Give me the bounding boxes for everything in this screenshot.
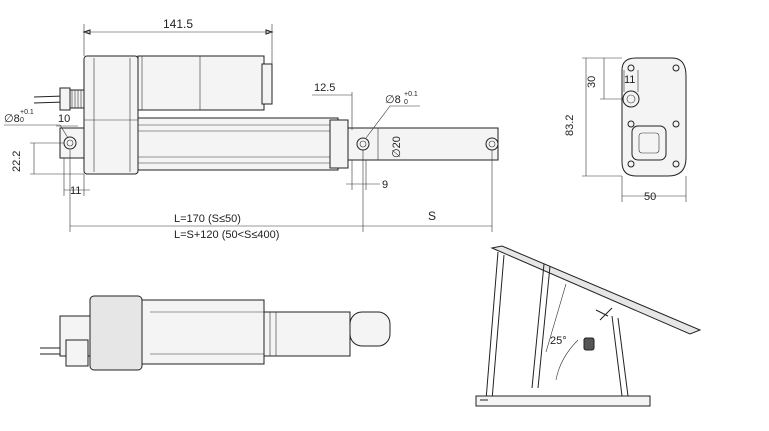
dim-end-50: 50 (644, 191, 656, 203)
dim-front-hole-tol-low: 0 (404, 99, 408, 106)
dim-end-30: 30 (586, 76, 598, 88)
support-leg (485, 251, 505, 401)
formula-line-2: L=S+120 (50<S≤400) (174, 229, 279, 241)
dim-front-hole-tol: +0.1 (404, 91, 418, 98)
dim-rear-hole-tol-low: 0 (20, 117, 24, 124)
dim-rear-hole-tol: +0.1 (20, 109, 34, 116)
dim-rod-offset-9: 9 (346, 160, 388, 191)
dim-overall-length-label: 141.5 (163, 17, 193, 31)
solar-panel (490, 245, 702, 335)
dim-rear-height-label: 22.2 (11, 151, 23, 172)
side-view: 141.5 12.5 ∅8 +0.1 0 ∅8 +0.1 0 10 22 (4, 17, 499, 241)
rod-end (347, 127, 499, 161)
dim-length-stroke: L=170 (S≤50) L=S+120 (50<S≤400) S (69, 150, 493, 241)
dim-rod-offset-9-label: 9 (382, 179, 388, 191)
end-rod-square (631, 125, 667, 161)
outer-tube (137, 117, 349, 171)
angle-label: 25° (550, 335, 567, 347)
screw-hole (627, 64, 635, 72)
base-frame (475, 395, 651, 407)
actuator-arm (531, 263, 551, 389)
dim-rear-offset-label: 10 (58, 113, 70, 125)
end-mount-boss (622, 90, 640, 108)
dim-overall-length: 141.5 (82, 17, 274, 64)
dim-rear-hole-label: ∅8 (4, 113, 20, 125)
stroke-label: S (428, 209, 436, 223)
dim-rod-dia: ∅20 (377, 128, 403, 160)
dim-rear-hole: ∅8 +0.1 0 (4, 109, 69, 139)
installation-view: 25° (475, 245, 702, 407)
dim-rod-offset: 12.5 (312, 82, 353, 130)
dim-front-hole-label: ∅8 (385, 94, 401, 106)
dim-rear-width: 11 (63, 158, 90, 197)
motor (137, 55, 273, 111)
dim-front-hole: ∅8 +0.1 0 (365, 91, 420, 139)
dim-end-83: 83.2 (564, 115, 576, 136)
dim-rod-offset-label: 12.5 (314, 82, 335, 94)
dim-rear-height: 22.2 (11, 142, 84, 175)
dim-end-11: 11 (624, 74, 635, 86)
formula-line-1: L=170 (S≤50) (174, 213, 241, 225)
end-view: 30 11 83.2 50 (564, 57, 687, 203)
dim-rod-dia-label: ∅20 (391, 136, 403, 158)
power-cable (33, 87, 85, 111)
dim-rear-width-label: 11 (70, 185, 81, 197)
perspective-view (40, 295, 391, 371)
gearbox-housing (83, 55, 139, 175)
dim-rear-offset: 10 (56, 113, 78, 127)
